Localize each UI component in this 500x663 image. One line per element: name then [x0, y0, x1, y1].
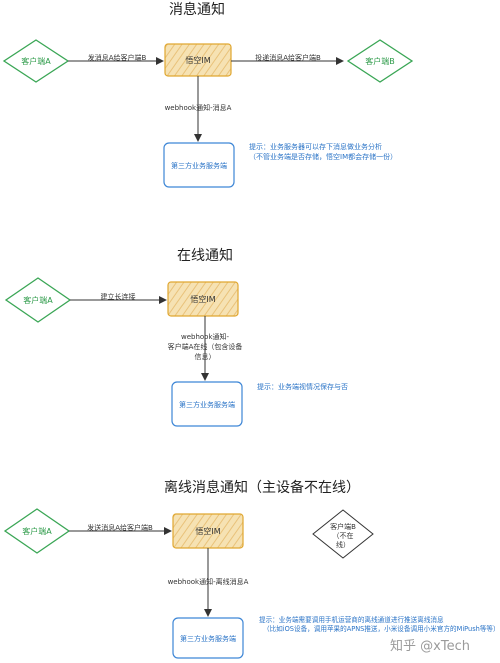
- section3-client-a-node[interactable]: 客户端A: [3, 508, 71, 554]
- section1-server-label: 悟空IM: [185, 55, 210, 65]
- section3-client-b-line2: （不在: [333, 531, 354, 540]
- section1-hint-line1: 提示：业务服务器可以存下消息做业务分析: [249, 142, 382, 151]
- section3-title: 离线消息通知（主设备不在线）: [164, 479, 360, 496]
- section3-third-party-label: 第三方业务服务端: [180, 634, 236, 643]
- section1-edge-webhook-label: webhook通知-消息A: [165, 103, 232, 112]
- section3-edge-webhook-label: webhook通知-离线消息A: [168, 577, 249, 586]
- section3-hint-line1: 提示：业务端需要调用手机运营商的离线通道进行推送离线消息: [259, 615, 444, 624]
- section3-hint-line2: （比如iOS设备，调用苹果的APNS推送，小米设备调用小米官方的MiPush等等…: [263, 624, 500, 633]
- section2-third-party-node[interactable]: 第三方业务服务端: [171, 381, 243, 427]
- section3-client-b-line3: 线）: [336, 540, 350, 549]
- section2-server-label: 悟空IM: [190, 294, 215, 304]
- section2-client-a-label: 客户端A: [23, 295, 53, 305]
- section2-hint: 提示：业务端视情况保存与否: [257, 382, 348, 391]
- section3-client-b-node[interactable]: 客户端B （不在 线）: [312, 509, 374, 559]
- section2-server-node[interactable]: 悟空IM: [167, 281, 239, 317]
- section1-third-party-node[interactable]: 第三方业务服务端: [163, 142, 235, 188]
- section3-server-label: 悟空IM: [195, 526, 220, 536]
- section1-edge-deliver-label: 投递消息A给客户端B: [255, 53, 321, 62]
- section2-edge-webhook-line3: 信息）: [195, 352, 216, 361]
- section1-server-node[interactable]: 悟空IM: [164, 43, 232, 77]
- section2-third-party-label: 第三方业务服务端: [179, 400, 235, 409]
- section2-edge-webhook-line2: 客户端A在线（包含设备: [168, 342, 243, 351]
- section3-client-b-line1: 客户端B: [330, 522, 356, 531]
- section3-edge-send-label: 发送消息A给客户端B: [87, 523, 153, 532]
- section1-title: 消息通知: [169, 1, 225, 18]
- section3-server-node[interactable]: 悟空IM: [172, 513, 244, 549]
- section1-edge-send-label: 发消息A给客户端B: [88, 53, 147, 62]
- section3-third-party-node[interactable]: 第三方业务服务端: [172, 617, 244, 659]
- section3-client-a-label: 客户端A: [22, 526, 52, 536]
- section2-edge-webhook-line1: webhook通知-: [181, 332, 230, 341]
- section2-client-a-node[interactable]: 客户端A: [4, 277, 72, 323]
- section1-client-a-label: 客户端A: [21, 56, 51, 66]
- watermark: 知乎 @xTech: [390, 638, 470, 654]
- section2-edge-connect-label: 建立长连接: [101, 292, 136, 301]
- section1-client-a-node[interactable]: 客户端A: [2, 39, 70, 83]
- section1-client-b-node[interactable]: 客户端B: [346, 39, 414, 83]
- section1-hint-line2: （不管业务端是否存储，悟空IM都会存储一份）: [249, 152, 397, 161]
- section1-third-party-label: 第三方业务服务端: [171, 161, 227, 170]
- section1-client-b-label: 客户端B: [365, 56, 395, 66]
- section2-title: 在线通知: [177, 247, 233, 264]
